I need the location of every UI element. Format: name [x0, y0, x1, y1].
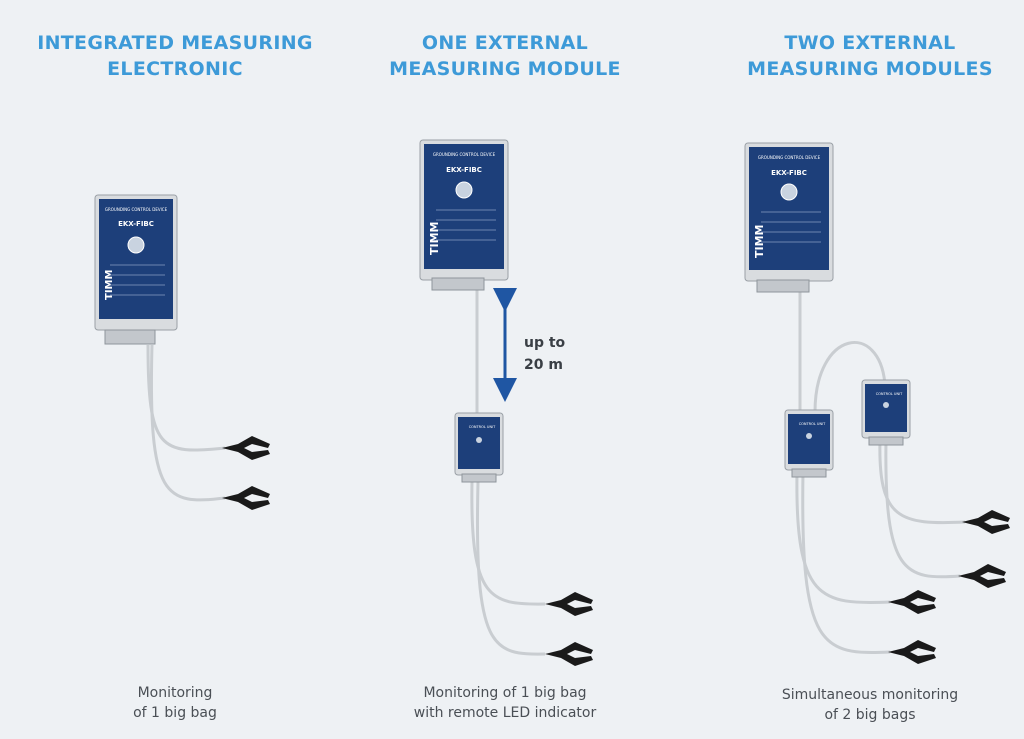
clamp-icon — [222, 436, 270, 460]
main-device-1 — [94, 194, 178, 345]
cable — [878, 439, 966, 525]
distance-label: up to 20 m — [524, 332, 565, 376]
column-1-caption-line-2: of 1 big bag — [133, 705, 217, 721]
column-3-heading: TWO EXTERNAL MEASURING MODULES — [715, 30, 1024, 82]
column-3-illustration: GROUNDING CONTROL DEVICE EKX-FIBC TIMM C… — [744, 142, 1010, 664]
main-device-3 — [744, 142, 834, 293]
clamp-icon — [222, 486, 270, 510]
column-1-caption-line-1: Monitoring — [137, 685, 213, 701]
column-3-heading-line-1: TWO EXTERNAL — [784, 32, 956, 54]
column-1-heading: INTEGRATED MEASURING ELECTRONIC — [20, 30, 330, 82]
column-2-caption-line-2: with remote LED indicator — [413, 705, 597, 721]
cable — [150, 344, 226, 502]
cable — [813, 341, 887, 413]
external-module-3b — [861, 379, 911, 446]
clamp-icon — [545, 592, 593, 616]
module-label: CONTROL UNIT — [469, 425, 496, 429]
main-device-2 — [419, 139, 509, 291]
distance-label-line-2: 20 m — [524, 357, 563, 373]
column-3-caption: Simultaneous monitoring of 2 big bags — [745, 685, 995, 725]
cable — [795, 471, 891, 605]
clamp-icon — [962, 510, 1010, 534]
device-header-text: GROUNDING CONTROL DEVICE — [758, 155, 821, 160]
device-header-text: GROUNDING CONTROL DEVICE — [433, 152, 496, 157]
module-label: CONTROL UNIT — [876, 392, 903, 396]
column-2-caption-line-1: Monitoring of 1 big bag — [423, 685, 587, 701]
column-2-heading: ONE EXTERNAL MEASURING MODULE — [350, 30, 660, 82]
column-1-illustration: GROUNDING CONTROL DEVICE EKX-FIBC TIMM — [94, 194, 270, 510]
device-model-text: EKX-FIBC — [118, 220, 154, 228]
cable — [801, 471, 891, 654]
column-1-heading-line-1: INTEGRATED MEASURING — [37, 32, 313, 54]
column-2-caption: Monitoring of 1 big bag with remote LED … — [380, 683, 630, 723]
brand-logo: TIMM — [753, 225, 766, 259]
column-2-heading-line-2: MEASURING MODULE — [389, 58, 621, 80]
column-2-heading-line-1: ONE EXTERNAL — [421, 32, 589, 54]
column-2-illustration: GROUNDING CONTROL DEVICE EKX-FIBC TIMM C… — [419, 139, 593, 666]
module-label: CONTROL UNIT — [799, 422, 826, 426]
distance-label-line-1: up to — [524, 335, 566, 351]
clamp-icon — [888, 640, 936, 664]
column-1-heading-line-2: ELECTRONIC — [107, 58, 243, 80]
clamp-icon — [958, 564, 1006, 588]
cable — [884, 439, 961, 579]
cable — [476, 481, 546, 656]
clamp-icon — [545, 642, 593, 666]
external-module-2 — [454, 412, 504, 483]
device-model-text: EKX-FIBC — [771, 169, 807, 177]
device-model-text: EKX-FIBC — [446, 166, 482, 174]
cable — [146, 344, 226, 452]
brand-logo: TIMM — [104, 270, 115, 300]
clamp-icon — [888, 590, 936, 614]
column-3-caption-line-1: Simultaneous monitoring — [781, 687, 959, 703]
column-1-caption: Monitoring of 1 big bag — [75, 683, 275, 723]
brand-logo: TIMM — [428, 222, 441, 256]
column-3-heading-line-2: MEASURING MODULES — [747, 58, 993, 80]
external-module-3a — [784, 409, 834, 478]
cable — [470, 481, 546, 606]
column-3-caption-line-2: of 2 big bags — [824, 707, 916, 723]
device-header-text: GROUNDING CONTROL DEVICE — [105, 207, 168, 212]
